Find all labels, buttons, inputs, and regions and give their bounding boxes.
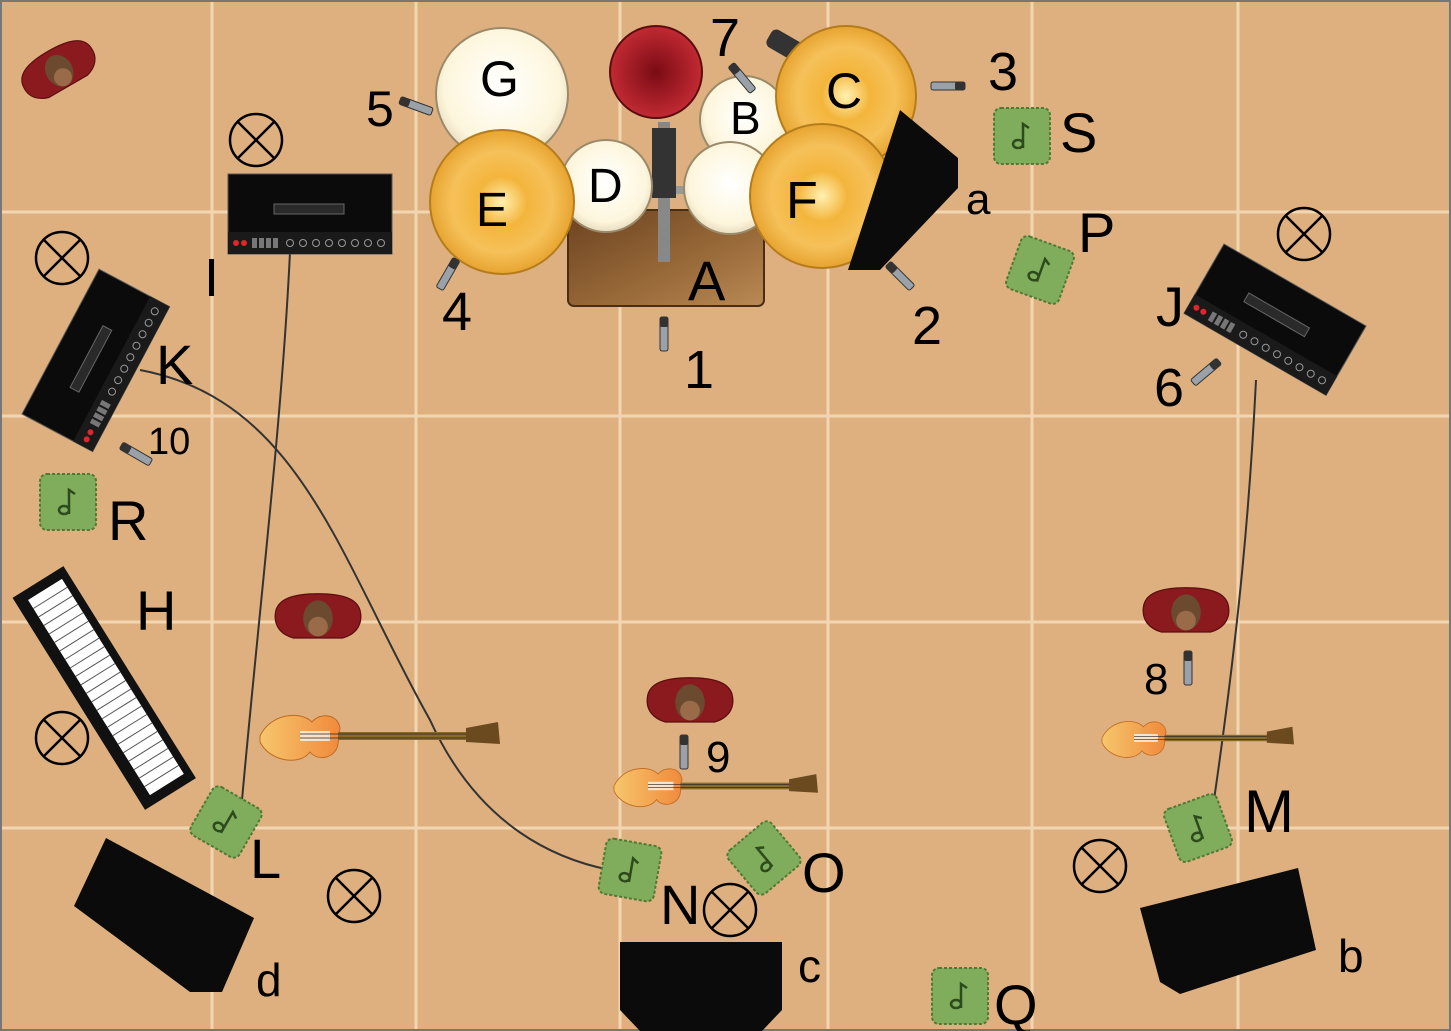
label-k: K (156, 333, 193, 396)
label-q: Q (994, 973, 1038, 1031)
label-c: C (826, 63, 862, 119)
label-r: R (108, 489, 148, 552)
bassist-person-icon (275, 594, 361, 638)
mic-label-8: 8 (1144, 655, 1168, 704)
hihat (610, 26, 702, 118)
mic-label-2: 2 (912, 296, 942, 356)
mic-label-3: 3 (988, 42, 1018, 102)
label-sub-c: c (798, 940, 821, 992)
label-b: B (730, 92, 761, 144)
label-f: F (786, 172, 818, 230)
label-g: G (480, 51, 519, 107)
label-i: I (204, 248, 219, 308)
sub-speaker-c (620, 942, 782, 1031)
label-sub-d: d (256, 954, 282, 1006)
label-h: H (136, 579, 176, 642)
label-s: S (1060, 101, 1097, 164)
label-sub-b: b (1338, 930, 1364, 982)
mic-8-icon (1184, 651, 1192, 685)
label-j: J (1156, 275, 1184, 338)
wedge-r-icon (40, 474, 96, 530)
mic-3-icon (931, 82, 965, 90)
label-l: L (250, 827, 281, 890)
mic-label-6: 6 (1154, 358, 1184, 418)
label-d: D (588, 160, 623, 213)
mic-label-10: 10 (148, 421, 190, 463)
label-a: A (688, 249, 726, 312)
label-n: N (660, 873, 700, 936)
mic-label-1: 1 (684, 340, 714, 400)
label-sub-a: a (966, 175, 991, 224)
label-e: E (476, 184, 508, 237)
label-m: M (1244, 778, 1294, 845)
mic-label-4: 4 (442, 282, 472, 342)
mic-label-5: 5 (366, 81, 394, 137)
mic-1-icon (660, 317, 668, 351)
wedge-s-icon (994, 108, 1050, 164)
label-p: P (1078, 201, 1115, 264)
guitarist-center-person-icon (647, 678, 733, 722)
label-o: O (802, 841, 846, 904)
guitarist-right-person-icon (1143, 588, 1229, 632)
mic-label-9: 9 (706, 733, 730, 782)
wedge-n-icon (598, 838, 663, 903)
mic-9-icon (680, 735, 688, 769)
amp-i (228, 174, 392, 254)
mic-label-7: 7 (710, 8, 740, 68)
wedge-q-icon (932, 968, 988, 1024)
